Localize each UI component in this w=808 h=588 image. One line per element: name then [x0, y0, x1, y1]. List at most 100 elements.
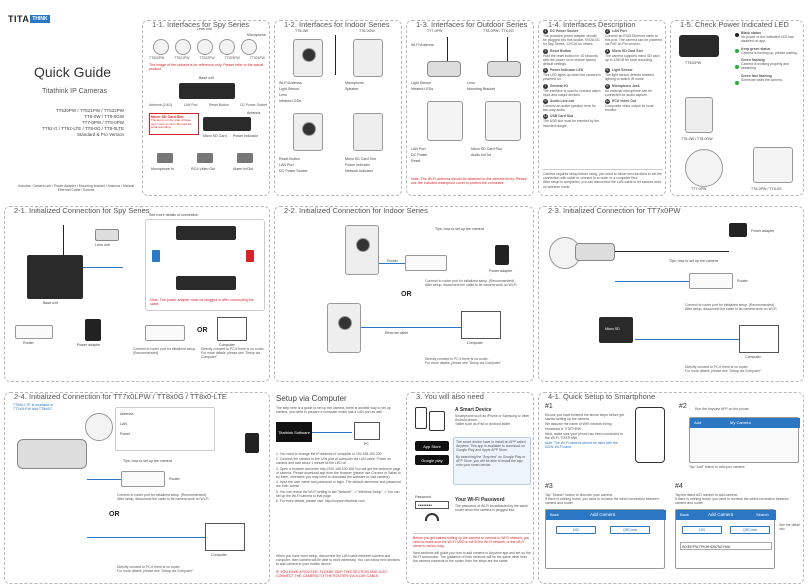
- panel-connection-spy: 2-1. Initialized Connection for Spy Seri…: [4, 206, 270, 382]
- indoor-label: Micro SD Card Slot: [345, 157, 376, 161]
- desc-text: Composite video output for local monitor…: [605, 104, 654, 113]
- spy-caption: Directly connect to PC if there is no ro…: [201, 347, 265, 360]
- desc-num: 7: [543, 83, 548, 89]
- panel-title: 2-3. Initialized Connection for TT7x0PW: [545, 207, 684, 215]
- add-camera-button[interactable]: Add: [694, 420, 702, 425]
- panel-interfaces-indoor: 1-2. Interfaces for Indoor Series TT6-0W…: [274, 20, 402, 196]
- desc-name: USB Card Slot: [550, 114, 574, 119]
- cam-model: TT523PW: [224, 56, 240, 60]
- password-field[interactable]: ••••••••: [415, 501, 449, 509]
- smart-desc: Smartphone such as iPhone or Samsung or …: [455, 414, 531, 427]
- panel-connection-tt7lpw: 2-4. Initialized Connection for TT7x0LPW…: [4, 392, 270, 584]
- desc-text: The light sensor detects ambient lightin…: [605, 73, 655, 82]
- cover-model: TT6-0W / TT6-0GW: [84, 114, 124, 119]
- indoor-caption: Connect to router port for initialized s…: [425, 279, 525, 287]
- back-button[interactable]: Back: [680, 512, 689, 517]
- tt7-caption: Connect to router port for initialized s…: [685, 303, 799, 311]
- tt7lpw-tip: Tips: how to set up the camera: [123, 459, 173, 463]
- see-more: See the detail info: [779, 523, 800, 532]
- spy-label: Lens unit: [95, 243, 110, 247]
- desc-num: 5: [543, 68, 548, 74]
- search-button[interactable]: Search: [756, 512, 769, 517]
- cable-line: [635, 339, 739, 340]
- phone-image: [635, 407, 665, 463]
- outdoor-label: Infrared LEDs: [411, 87, 434, 91]
- uid-value-field[interactable]: WXEEP5LTPKHHDB7N2YMA: [680, 542, 772, 550]
- cable-line: [312, 432, 352, 433]
- desc-text: The camera supports micro SD card up to …: [605, 53, 660, 62]
- cable-line: [615, 281, 689, 282]
- store-badge-appstore[interactable]: App Store: [415, 441, 449, 451]
- or-badge: OR: [401, 291, 412, 298]
- computer-red: IF YOU HAVE A ROUTER, PLEASE SKIP THIS S…: [276, 570, 388, 578]
- qrcode-tab[interactable]: QRCode: [730, 526, 770, 534]
- desc-name: Light Sensor: [612, 68, 633, 73]
- cover-footer: Includes: Camera unit / Power Adapter / …: [10, 184, 142, 192]
- tt7lpw-caption: Directly connect to PC if there is no ro…: [117, 565, 257, 573]
- micro-sd-label: Micro SD Card: [203, 134, 227, 138]
- app-header: [690, 418, 800, 428]
- led-item-desc: Camera is booting up, please waiting.: [741, 50, 798, 55]
- desc-num: 9: [543, 99, 548, 105]
- step-1-note: Note: The Wi-Fi camera cannot be used wi…: [545, 441, 618, 450]
- tt7lpw-caption-line: Connect to router port for initialized s…: [117, 493, 207, 497]
- desc-text: Connect an RJ45 Ethernet cable to this p…: [605, 34, 663, 47]
- desc-name: LAN Port: [612, 29, 627, 33]
- store-badge-googleplay[interactable]: Google play: [415, 455, 449, 465]
- indoor-label: Microphone: [345, 81, 364, 85]
- power-plug-icon: [246, 250, 254, 262]
- indoor-caption-line: After setup, disconnect the cable to let…: [425, 283, 518, 288]
- panel-title: 1-5. Check Power Indicated LED: [677, 21, 792, 29]
- password-dots: ••••••••: [418, 503, 433, 509]
- led-cam-model: TT6-0W / TT6-0GW: [681, 137, 713, 141]
- outdoor-camera-body: [17, 439, 87, 469]
- micro-sd-box: Micro SD Card Slot The slot is on the si…: [149, 113, 199, 135]
- desc-name: Power Indicator LED: [550, 68, 584, 73]
- led-item-name: Black status: [741, 31, 761, 35]
- qrcode-tab[interactable]: QRCode: [610, 526, 650, 534]
- tt7lpw-caption-line: Directly connect to PC if there is no ro…: [117, 565, 181, 569]
- led-cam-model: TT520PW: [685, 61, 702, 65]
- cover-panel: TITA THINK Quick Guide Titathink IP Came…: [4, 4, 138, 196]
- led-camera-image: [753, 147, 793, 183]
- wifi-icon: [425, 513, 439, 521]
- desc-num: 3: [543, 48, 548, 54]
- smart-title: A Smart Device: [455, 407, 492, 413]
- led-item-desc: Someone visits the camera.: [741, 77, 783, 82]
- base-label: Reset Button: [209, 103, 229, 107]
- back-button[interactable]: Back: [550, 512, 559, 517]
- pc-label: PC: [364, 442, 369, 446]
- indoor-conn-label: Computer: [467, 341, 483, 345]
- led-camera-round: [685, 149, 723, 187]
- led-dot-icon: [735, 81, 739, 85]
- uid-tab[interactable]: UID: [682, 526, 722, 534]
- step-4-number: #4: [675, 483, 683, 490]
- computer-steps: 1. You need to change the IP address of …: [276, 452, 402, 504]
- tt7-caption-line: Connect to router port for initialized s…: [685, 303, 775, 307]
- cam-model: TT524PW: [249, 56, 265, 60]
- spy-caption: Connect to router port for initialized s…: [133, 347, 196, 356]
- indoor-tip: Tips: how to set up the camera: [435, 227, 485, 231]
- outdoor-camera-mount: [485, 101, 521, 141]
- base-unit-image: [27, 255, 83, 299]
- computer-image: [461, 311, 501, 339]
- desc-name: Microphone Jack: [612, 83, 640, 88]
- step-1-line: We assume the name of WiFi network being…: [545, 422, 612, 431]
- desc-note: After setup is completed, you can discon…: [543, 180, 662, 189]
- tt7-label: Router: [737, 279, 748, 283]
- outdoor-camera-image: [85, 413, 113, 441]
- desc-text: This LED lights up when the camera is po…: [543, 73, 601, 82]
- mic-in-group: Microphone In RCA Video Out Alarm In/Out: [149, 153, 265, 185]
- desc-text: The interface is used to connect alarm i…: [543, 88, 601, 97]
- step-4-line: Tap the listed UID number to add camera.: [675, 493, 738, 497]
- smart-desc-line: Smartphone such as iPhone or Samsung or …: [455, 414, 530, 423]
- uid-tab[interactable]: UID: [556, 526, 596, 534]
- base-label: LAN Port: [183, 103, 198, 107]
- computer-note: When you have done setup, disconnect the…: [276, 554, 400, 567]
